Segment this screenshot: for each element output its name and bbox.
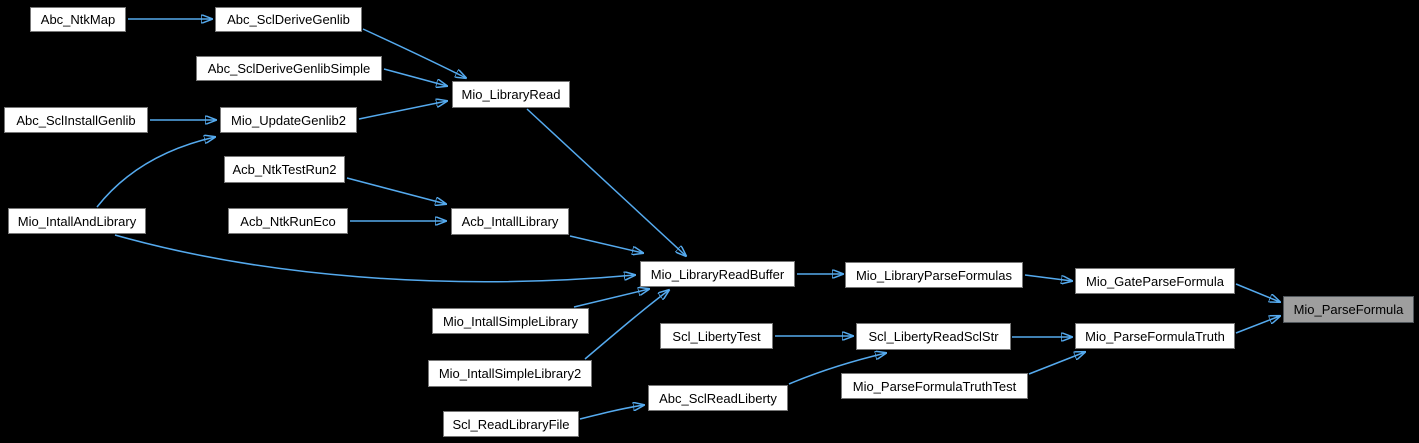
edge-mio-intallandlibrary-to-mio-updategenlib2 bbox=[96, 137, 215, 208]
node-mio-libraryparseformulas[interactable]: Mio_LibraryParseFormulas bbox=[845, 262, 1023, 288]
edge-acb-ntktestrun2-to-acb-intalllibrary bbox=[346, 177, 446, 204]
edge-mio-gateparseformula-to-mio-parseformula bbox=[1235, 283, 1280, 302]
node-abc-sclderivegenlib[interactable]: Abc_SclDeriveGenlib bbox=[215, 7, 362, 32]
node-mio-parseformulatruthtest[interactable]: Mio_ParseFormulaTruthTest bbox=[841, 373, 1028, 399]
node-mio-libraryread[interactable]: Mio_LibraryRead bbox=[452, 81, 570, 108]
node-scl-libertytest[interactable]: Scl_LibertyTest bbox=[660, 323, 773, 349]
node-abc-sclinstallgenlib[interactable]: Abc_SclInstallGenlib bbox=[4, 107, 148, 133]
node-mio-libraryreadbuffer[interactable]: Mio_LibraryReadBuffer bbox=[640, 261, 795, 287]
node-abc-ntkmap[interactable]: Abc_NtkMap bbox=[30, 7, 126, 32]
node-scl-readlibraryfile[interactable]: Scl_ReadLibraryFile bbox=[443, 411, 579, 437]
node-mio-parseformulatruth[interactable]: Mio_ParseFormulaTruth bbox=[1075, 323, 1235, 349]
node-mio-intallsimplelibrary[interactable]: Mio_IntallSimpleLibrary bbox=[432, 308, 589, 334]
edge-abc-sclderivegenlib-to-mio-libraryread bbox=[362, 28, 466, 78]
edge-abc-sclderivegenlibsimple-to-mio-libraryread bbox=[383, 68, 447, 86]
node-mio-gateparseformula[interactable]: Mio_GateParseFormula bbox=[1075, 268, 1235, 294]
edge-mio-libraryparseformulas-to-mio-gateparseformula bbox=[1024, 274, 1072, 281]
node-scl-libertyreadsclstr[interactable]: Scl_LibertyReadSclStr bbox=[856, 323, 1011, 350]
edge-mio-intallsimplelibrary-to-mio-libraryreadbuffer bbox=[573, 289, 649, 308]
edge-mio-parseformulatruthtest-to-mio-parseformulatruth bbox=[1028, 352, 1085, 375]
node-mio-intallsimplelibrary2[interactable]: Mio_IntallSimpleLibrary2 bbox=[428, 360, 592, 387]
edge-scl-readlibraryfile-to-abc-sclreadliberty bbox=[579, 405, 644, 420]
node-mio-updategenlib2[interactable]: Mio_UpdateGenlib2 bbox=[220, 107, 357, 133]
edge-mio-updategenlib2-to-mio-libraryread bbox=[358, 101, 447, 120]
node-acb-intalllibrary[interactable]: Acb_IntallLibrary bbox=[451, 208, 569, 235]
node-acb-ntkruneco[interactable]: Acb_NtkRunEco bbox=[228, 208, 348, 234]
edge-mio-intallsimplelibrary2-to-mio-libraryreadbuffer bbox=[584, 290, 669, 360]
edge-acb-intalllibrary-to-mio-libraryreadbuffer bbox=[569, 235, 643, 253]
edge-mio-libraryread-to-mio-libraryreadbuffer bbox=[526, 108, 686, 256]
edge-abc-sclreadliberty-to-scl-libertyreadsclstr bbox=[788, 353, 886, 385]
node-abc-sclderivegenlibsimple[interactable]: Abc_SclDeriveGenlibSimple bbox=[196, 56, 382, 81]
node-acb-ntktestrun2[interactable]: Acb_NtkTestRun2 bbox=[224, 156, 345, 183]
node-mio-intallandlibrary[interactable]: Mio_IntallAndLibrary bbox=[8, 208, 146, 234]
node-mio-parseformula: Mio_ParseFormula bbox=[1283, 296, 1414, 323]
edge-mio-intallandlibrary-to-mio-libraryreadbuffer bbox=[114, 234, 635, 283]
node-abc-sclreadliberty[interactable]: Abc_SclReadLiberty bbox=[648, 385, 788, 411]
edge-mio-parseformulatruth-to-mio-parseformula bbox=[1235, 316, 1280, 334]
